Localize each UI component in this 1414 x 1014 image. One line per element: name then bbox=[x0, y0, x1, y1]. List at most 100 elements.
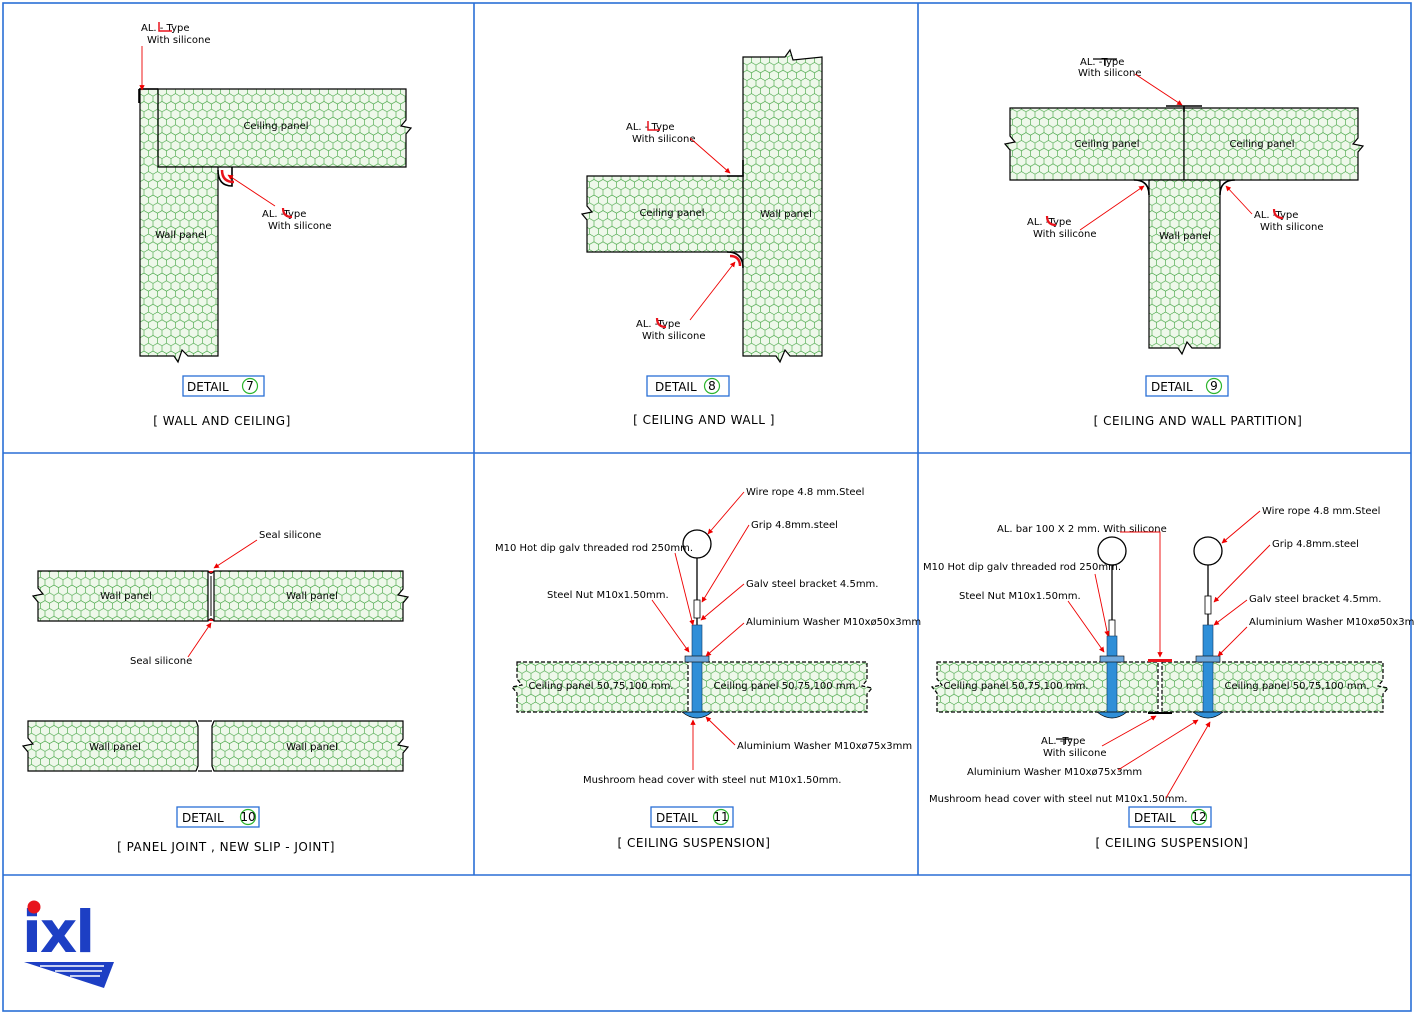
threaded-rod bbox=[1106, 635, 1118, 717]
note-line: With silicone bbox=[642, 331, 706, 342]
leader-line bbox=[701, 524, 750, 603]
wall-panel bbox=[211, 720, 410, 772]
detail-8: Ceiling panel Wall panel AL. - Type With… bbox=[580, 48, 823, 427]
panel-label: Wall panel bbox=[760, 209, 812, 220]
note-line: Galv steel bracket 4.5mm. bbox=[1249, 594, 1381, 605]
note-line: Wire rope 4.8 mm.Steel bbox=[1262, 506, 1380, 517]
washer bbox=[1099, 655, 1125, 663]
wall-panel bbox=[31, 570, 209, 622]
t-symbol-icon bbox=[1056, 738, 1072, 745]
note-line: Aluminium Washer M10xø75x3mm bbox=[967, 767, 1142, 778]
note-line: Aluminium Washer M10xø50x3mm bbox=[1249, 617, 1414, 628]
note-line: With silicone bbox=[1078, 68, 1142, 79]
washer bbox=[1195, 655, 1221, 663]
leader-line bbox=[674, 552, 695, 626]
leader-line bbox=[1134, 73, 1183, 106]
al-bar bbox=[1148, 659, 1172, 662]
detail-number: 11 bbox=[713, 810, 728, 824]
cove-symbol-icon bbox=[281, 207, 293, 219]
panel-label: Ceiling panel 50,75,100 mm. bbox=[529, 681, 674, 692]
note-line: M10 Hot dip galv threaded rod 250mm. bbox=[495, 543, 693, 554]
detail-number-circle bbox=[239, 808, 257, 826]
panel-label: Ceiling panel 50,75,100 mm. bbox=[714, 681, 859, 692]
note-line: Grip 4.8mm.steel bbox=[751, 520, 838, 531]
angle-symbol-icon bbox=[158, 22, 172, 32]
al-angle-profile bbox=[727, 160, 744, 177]
leader-line bbox=[707, 491, 745, 535]
panel-label: Wall panel bbox=[89, 742, 141, 753]
note-line: Aluminium Washer M10xø75x3mm bbox=[737, 741, 912, 752]
detail-label: DETAIL bbox=[656, 811, 698, 825]
detail-11: Ceiling panel 50,75,100 mm. Ceiling pane… bbox=[495, 487, 921, 850]
detail-caption: [ PANEL JOINT , NEW SLIP - JOINT] bbox=[117, 840, 335, 854]
detail-tag bbox=[1145, 375, 1229, 397]
note-line: AL. - Type bbox=[141, 23, 190, 34]
note-line: Steel Nut M10x1.50mm. bbox=[959, 591, 1081, 602]
al-cove-profile bbox=[1219, 179, 1236, 196]
ceiling-panel bbox=[157, 88, 413, 168]
mushroom-head-cover bbox=[1096, 711, 1128, 719]
leader-line bbox=[1079, 185, 1145, 231]
al-t-profile bbox=[1148, 712, 1172, 714]
wire-rope-loop-icon bbox=[1193, 536, 1223, 566]
note-line: AL. -Type bbox=[1041, 736, 1085, 747]
wall-panel bbox=[1148, 179, 1221, 356]
leader-line bbox=[227, 174, 276, 207]
note-line: Seal silicone bbox=[259, 530, 321, 541]
note-line: Galv steel bracket 4.5mm. bbox=[746, 579, 878, 590]
ceiling-panel bbox=[699, 661, 874, 713]
al-t-profile bbox=[1166, 105, 1202, 112]
cove-symbol-icon bbox=[1272, 208, 1284, 220]
panel-label: Ceiling panel bbox=[1229, 139, 1294, 150]
detail-number: 12 bbox=[1191, 810, 1206, 824]
wall-panel bbox=[139, 88, 219, 364]
al-cove-profile bbox=[726, 251, 744, 269]
note-line: Wire rope 4.8 mm.Steel bbox=[746, 487, 864, 498]
detail-caption: [ CEILING SUSPENSION] bbox=[618, 836, 771, 850]
detail-number-circle bbox=[712, 808, 730, 826]
leader-line bbox=[1217, 626, 1248, 657]
detail-number: 10 bbox=[240, 810, 255, 824]
note-line: With silicone bbox=[1033, 229, 1097, 240]
silicone-seal bbox=[729, 254, 742, 267]
threaded-rod bbox=[1202, 624, 1214, 717]
logo-wedge-icon bbox=[24, 962, 114, 988]
detail-label: DETAIL bbox=[1134, 811, 1176, 825]
panel-label: Wall panel bbox=[1159, 231, 1211, 242]
leader-line bbox=[1120, 531, 1163, 658]
detail-number-circle bbox=[1205, 377, 1223, 395]
note-line: Grip 4.8mm.steel bbox=[1272, 539, 1359, 550]
t-symbol-icon bbox=[1093, 58, 1117, 66]
leader-line bbox=[187, 622, 212, 658]
leader-line bbox=[213, 539, 258, 569]
panel-label: Wall panel bbox=[286, 591, 338, 602]
ixl-logo: ixl bbox=[22, 898, 114, 988]
detail-tag bbox=[1128, 806, 1212, 828]
note-line: Seal silicone bbox=[130, 656, 192, 667]
logo-dot-icon bbox=[27, 900, 41, 914]
detail-caption: [ CEILING AND WALL ] bbox=[633, 413, 775, 427]
leader-line bbox=[700, 583, 745, 621]
detail-caption: [ CEILING AND WALL PARTITION] bbox=[1094, 414, 1303, 428]
mushroom-head-cover bbox=[1192, 711, 1224, 719]
leader-line bbox=[1213, 544, 1271, 603]
leader-line bbox=[1221, 510, 1261, 544]
detail-label: DETAIL bbox=[655, 380, 697, 394]
cove-symbol-icon bbox=[1045, 215, 1057, 227]
cove-symbol-icon bbox=[655, 317, 667, 329]
wall-panel bbox=[21, 720, 199, 772]
note-line: AL. - Type bbox=[626, 122, 675, 133]
panel-label: Ceiling panel 50,75,100 mm. bbox=[1225, 681, 1370, 692]
detail-number: 9 bbox=[1210, 379, 1218, 393]
silicone-seal bbox=[220, 169, 235, 184]
seal-silicone bbox=[207, 570, 215, 622]
panel-label: Ceiling panel bbox=[243, 121, 308, 132]
wall-panel bbox=[213, 570, 410, 622]
note-line: Aluminium Washer M10xø50x3mm bbox=[746, 617, 921, 628]
ceiling-panel bbox=[1161, 661, 1390, 713]
note-line: M10 Hot dip galv threaded rod 250mm. bbox=[923, 562, 1121, 573]
wire-rope-loop-icon bbox=[1097, 536, 1127, 566]
leader-line bbox=[689, 137, 731, 174]
